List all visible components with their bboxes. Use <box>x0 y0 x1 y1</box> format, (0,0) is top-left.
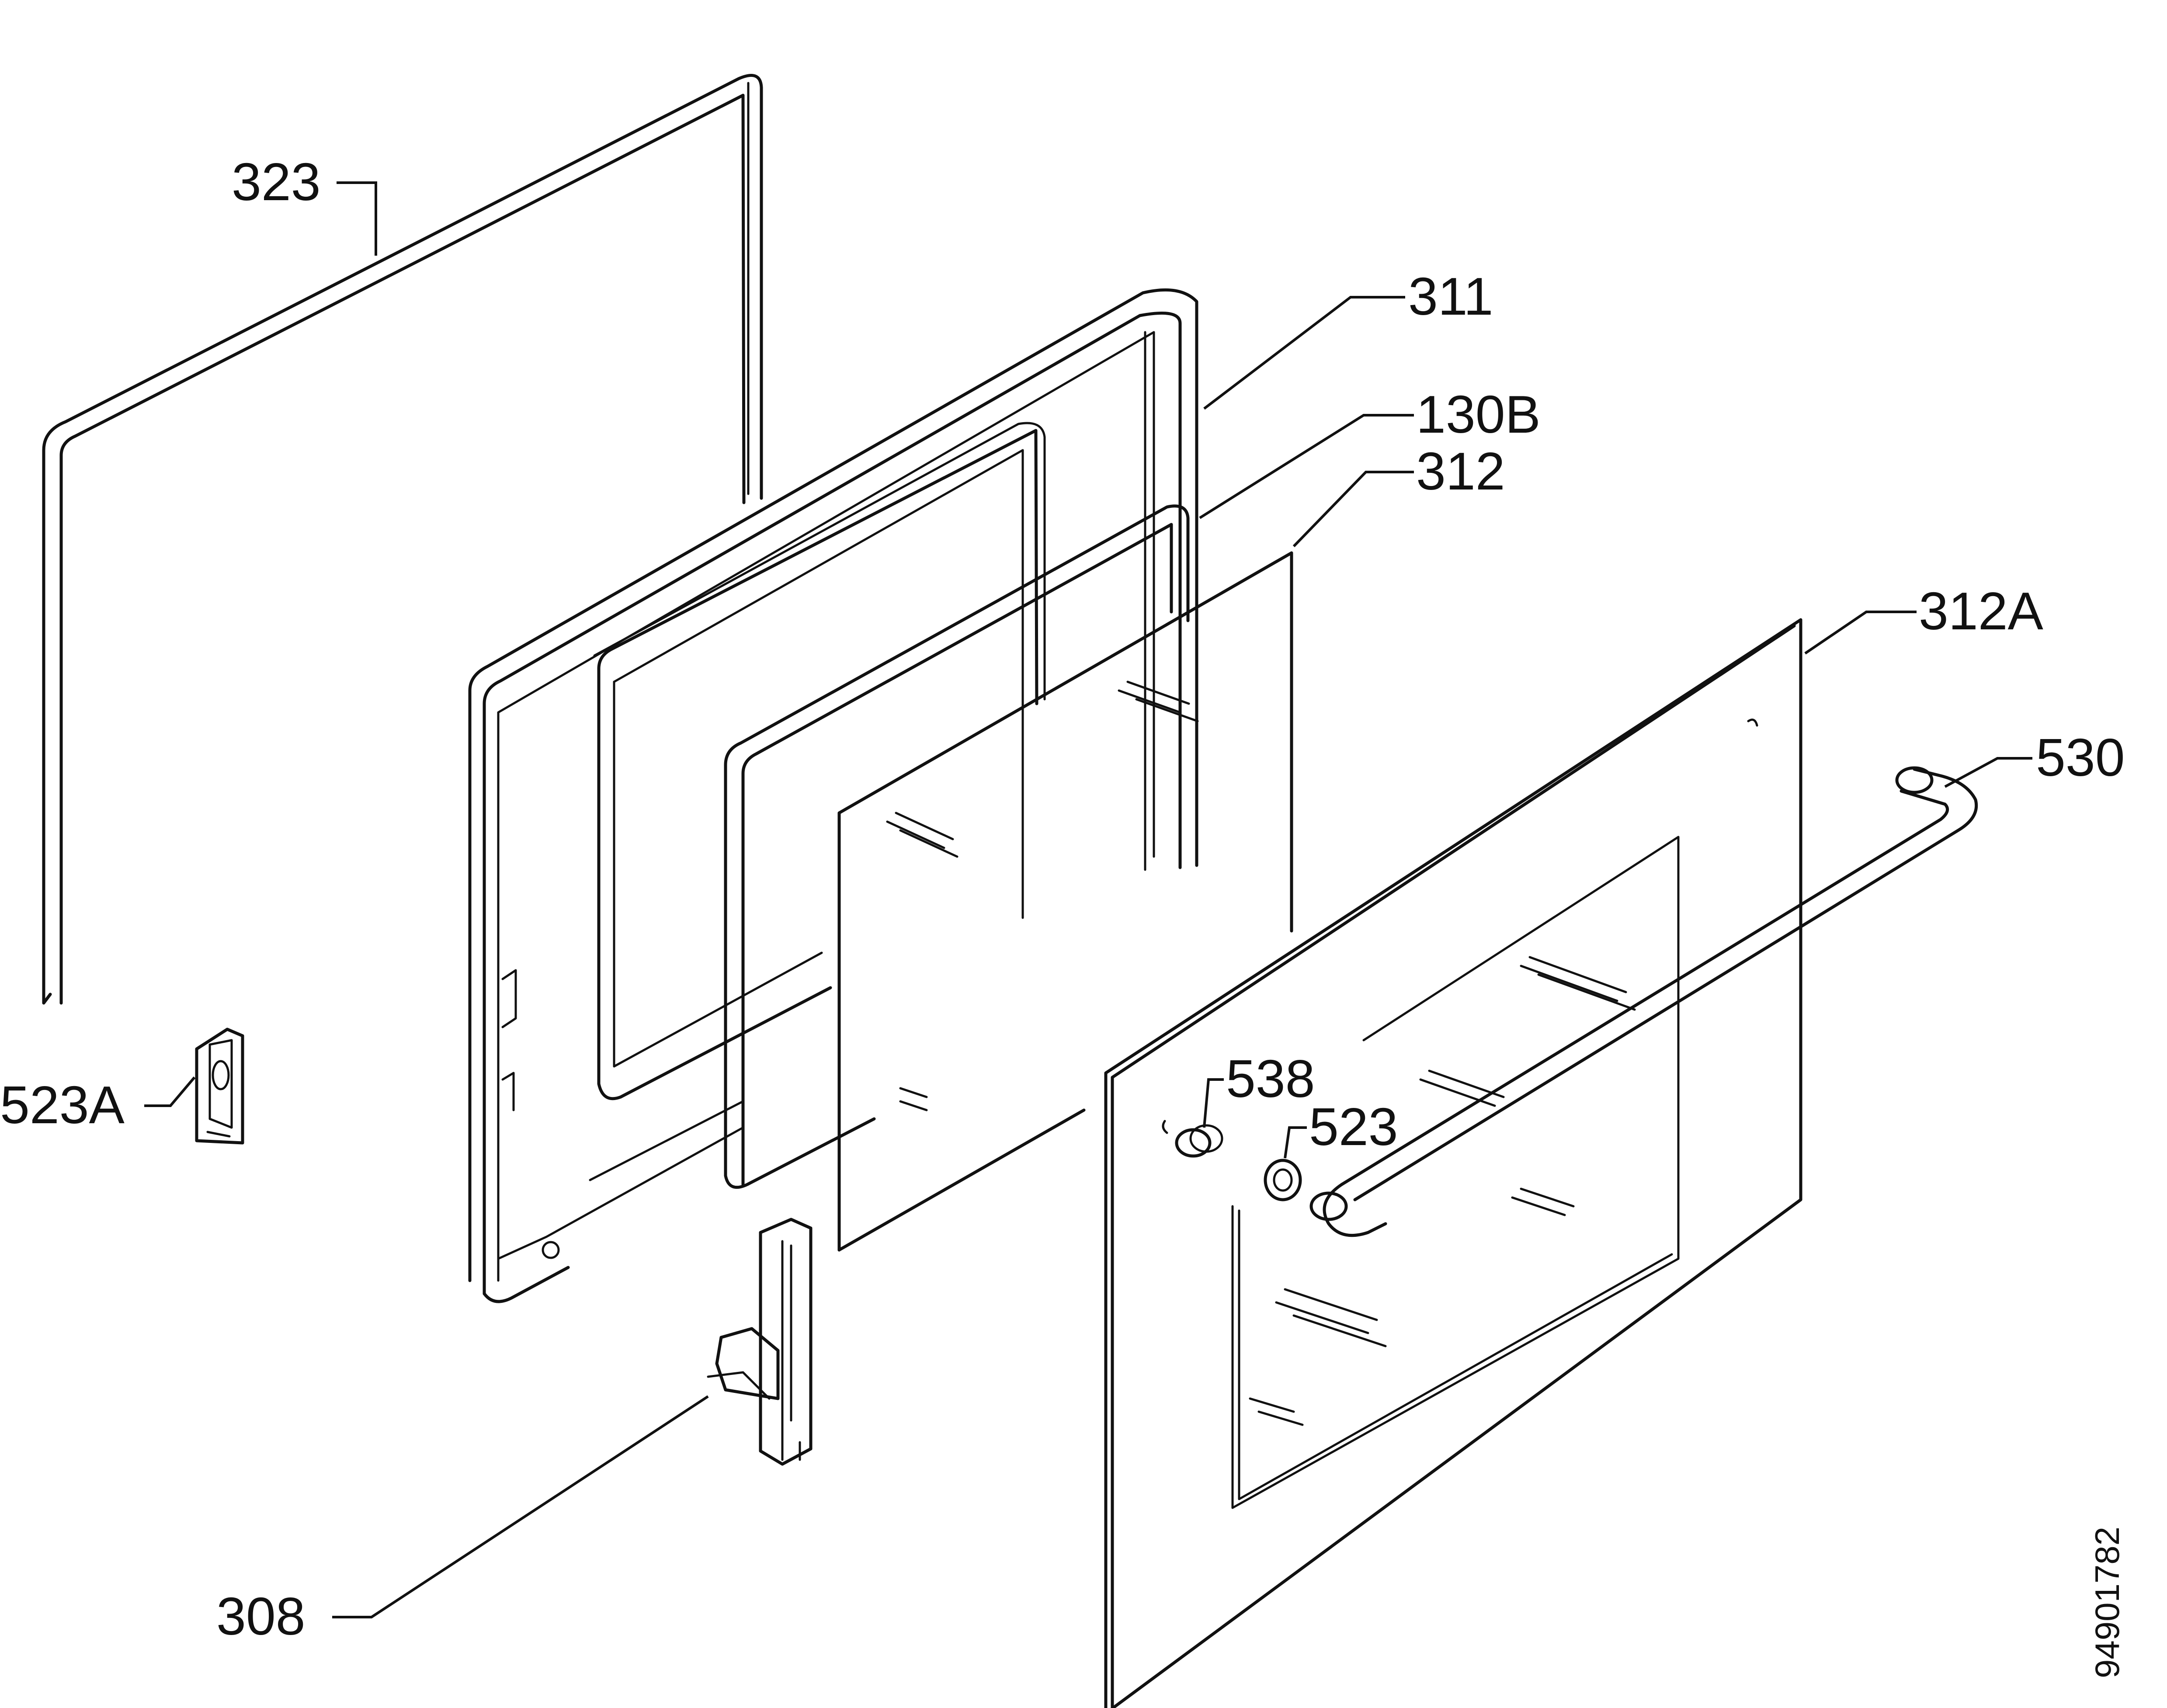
leader-538 <box>1203 1078 1224 1128</box>
part-312a-outer-glass <box>1104 618 1802 1708</box>
part-323-door-seal <box>42 74 763 1005</box>
leader-323 <box>337 181 377 256</box>
label-130b: 130B <box>1416 385 1541 444</box>
part-308-hinge <box>707 1218 813 1466</box>
label-308: 308 <box>216 1586 306 1646</box>
part-311-inner-frame <box>468 288 1198 1303</box>
label-538: 538 <box>1226 1049 1315 1108</box>
leader-130b <box>1199 414 1414 519</box>
label-312: 312 <box>1416 441 1505 501</box>
part-530-door-handle <box>1309 766 1978 1237</box>
label-530: 530 <box>2036 728 2125 787</box>
leader-308 <box>332 1395 709 1618</box>
part-538-bush <box>1162 1120 1223 1158</box>
label-312a: 312A <box>1919 581 2044 641</box>
leader-312a <box>1804 611 1917 655</box>
label-523a: 523A <box>0 1075 125 1135</box>
leader-530 <box>1944 757 2032 788</box>
part-523-washer <box>1264 1159 1302 1201</box>
leader-523a <box>144 1076 196 1107</box>
label-323: 323 <box>232 152 321 212</box>
leader-312 <box>1292 471 1414 548</box>
label-523: 523 <box>1309 1097 1398 1156</box>
part-523a-switch-block <box>195 1028 244 1145</box>
leader-lines <box>144 181 2032 1618</box>
leader-311 <box>1203 296 1405 410</box>
leader-523 <box>1284 1126 1307 1159</box>
label-311: 311 <box>1408 267 1493 326</box>
part-130b-glass-seal <box>724 504 1190 1189</box>
part-312-inner-glass <box>837 551 1293 1252</box>
document-number: 94901782 <box>2088 1527 2126 1678</box>
